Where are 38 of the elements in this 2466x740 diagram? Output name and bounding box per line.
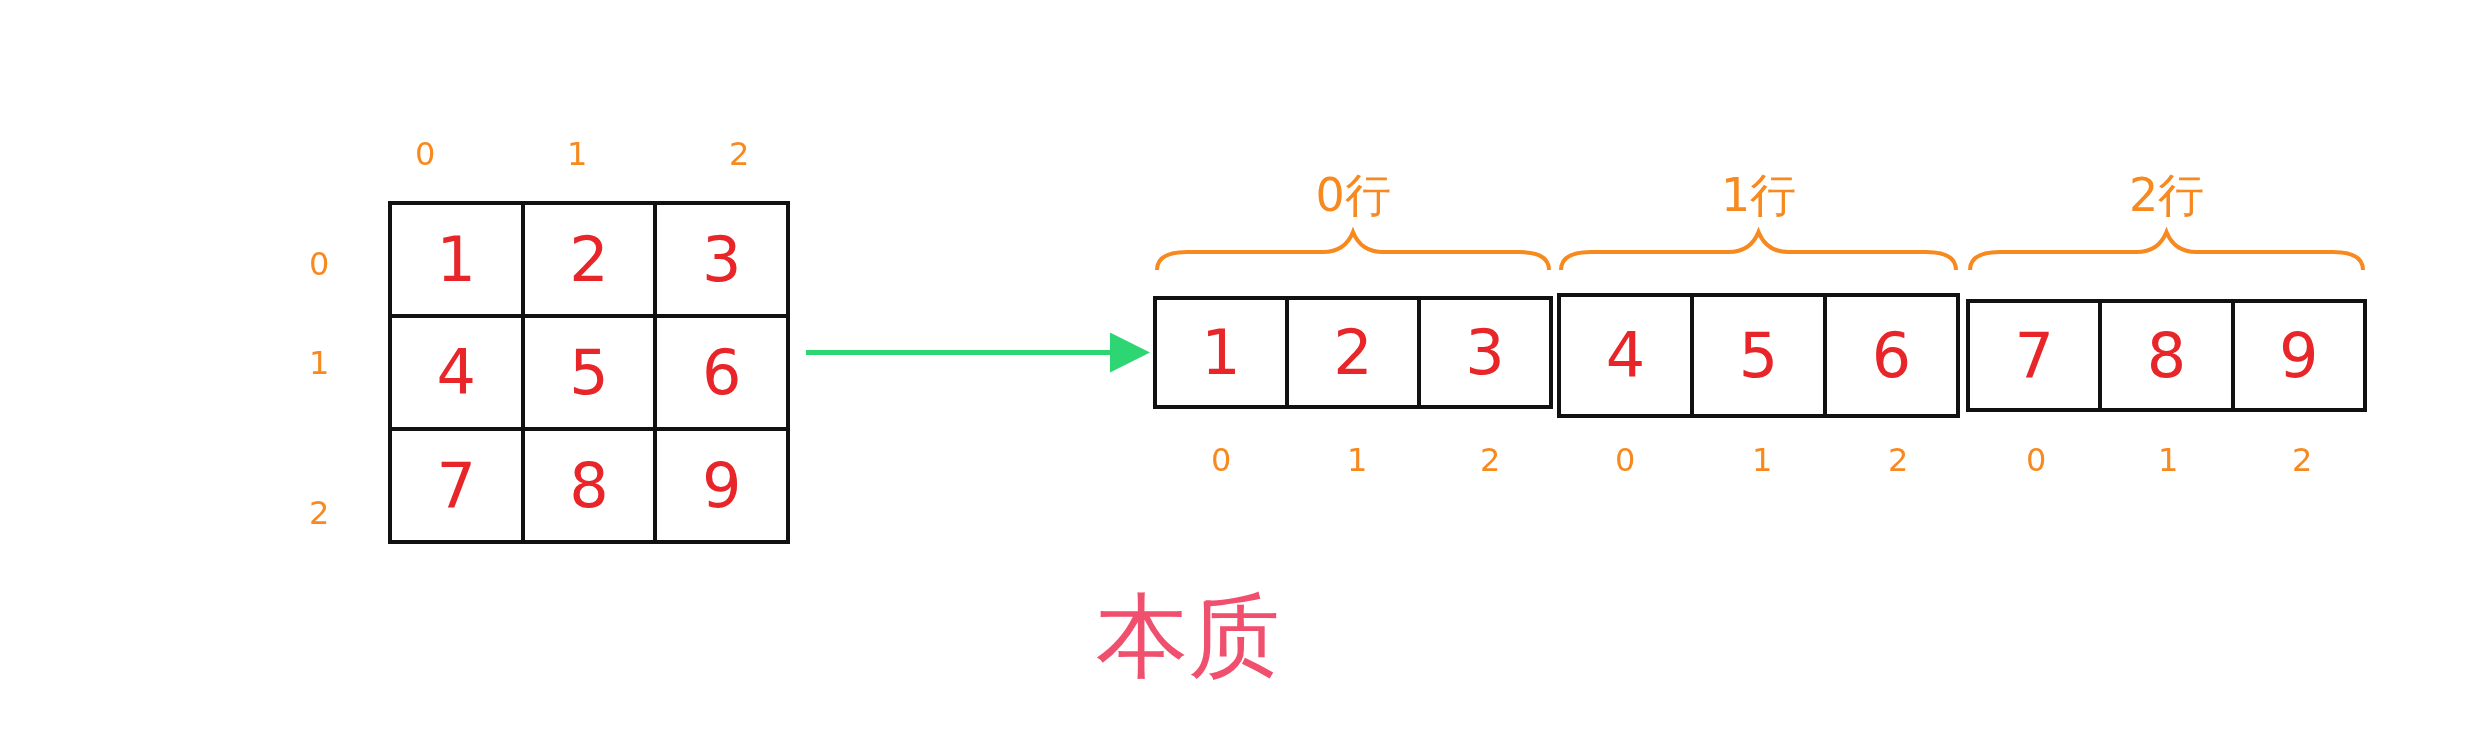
arrow <box>806 332 1150 373</box>
row-label: 2行 <box>2129 172 2205 218</box>
array-index: 2 <box>2292 444 2313 476</box>
cell-value: 1 <box>1201 321 1241 384</box>
array-index: 1 <box>1347 444 1368 476</box>
cell-value: 3 <box>1465 321 1505 384</box>
cell-value: 5 <box>569 341 609 404</box>
cell-value: 5 <box>1738 324 1779 387</box>
cell-value: 3 <box>701 228 742 291</box>
row-index: 2 <box>309 497 330 529</box>
cell-value: 1 <box>436 228 477 291</box>
array-index: 0 <box>2026 444 2047 476</box>
column-index: 1 <box>567 138 588 170</box>
column-index: 2 <box>729 138 750 170</box>
cell-value: 9 <box>701 454 742 517</box>
row-label: 1行 <box>1721 172 1797 218</box>
array-index: 1 <box>2158 444 2179 476</box>
column-index: 0 <box>415 138 436 170</box>
row-label: 0行 <box>1315 172 1391 218</box>
cell-value: 2 <box>569 228 609 291</box>
cell-value: 9 <box>2279 324 2319 387</box>
cell-value: 8 <box>2146 324 2187 387</box>
caption-text: 本质 <box>1096 591 1280 683</box>
array-index: 2 <box>1888 444 1909 476</box>
row-index: 0 <box>309 248 330 280</box>
cell-value: 8 <box>569 454 609 517</box>
array-index: 2 <box>1480 444 1501 476</box>
cell-value: 4 <box>1605 324 1646 387</box>
cell-value: 6 <box>1871 324 1912 387</box>
cell-value: 4 <box>436 341 477 404</box>
cell-value: 6 <box>701 341 742 404</box>
row-index: 1 <box>309 347 330 379</box>
array-index: 0 <box>1211 444 1232 476</box>
array-index: 1 <box>1752 444 1773 476</box>
cell-value: 7 <box>2014 324 2054 387</box>
array-index: 0 <box>1615 444 1636 476</box>
cell-value: 7 <box>436 454 477 517</box>
cell-value: 2 <box>1333 321 1373 384</box>
